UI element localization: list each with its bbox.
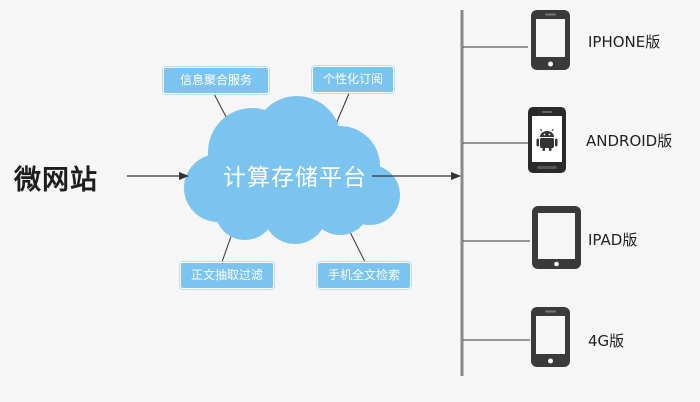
ipad-icon bbox=[532, 206, 581, 269]
source-label: 微网站 bbox=[14, 165, 98, 196]
service-tag-fulltext-search: 手机全文检索 bbox=[317, 262, 411, 289]
service-tag-info-aggregation: 信息聚合服务 bbox=[163, 67, 269, 94]
output-label-android: ANDROID版 bbox=[586, 132, 673, 150]
platform-label: 计算存储平台 bbox=[223, 165, 367, 191]
output-label-4g: 4G版 bbox=[588, 332, 625, 350]
android-phone-icon bbox=[528, 107, 566, 173]
service-tag-personalized-subscription: 个性化订阅 bbox=[312, 66, 394, 93]
connector-service-2 bbox=[335, 90, 351, 125]
cloud-shape bbox=[184, 96, 400, 244]
service-tag-text-extraction: 正文抽取过滤 bbox=[180, 262, 274, 289]
output-label-ipad: IPAD版 bbox=[588, 231, 638, 249]
output-label-iphone: IPHONE版 bbox=[588, 33, 661, 51]
iphone-icon bbox=[531, 10, 570, 70]
4g-phone-icon bbox=[531, 307, 570, 367]
